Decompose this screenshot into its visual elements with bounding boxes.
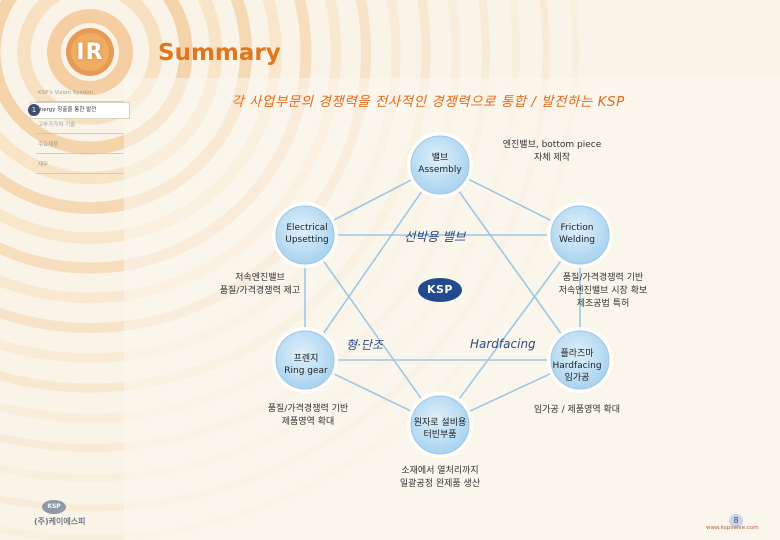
node-turbine-parts: 원자로 설비용 터빈부품	[400, 417, 480, 441]
note-engine-valve-line1: 엔진밸브, bottom piece	[502, 140, 602, 150]
background-ring	[0, 0, 282, 244]
node-circle-valve-assembly	[410, 135, 470, 195]
background-ring	[0, 0, 252, 214]
note-integrated-process-line1: 소재에서 열처리까지	[401, 466, 479, 476]
background-ring	[0, 0, 576, 538]
node-circle-electrical-upsetting	[275, 205, 335, 265]
background-ring	[0, 0, 401, 363]
background-ring	[0, 0, 312, 274]
note-market-share-line2: 저속엔진밸브 시장 확보	[558, 286, 648, 296]
center-label-marine-valve: 선박용 밸브	[404, 229, 466, 244]
ir-logo: IR	[76, 40, 104, 65]
company-logo: KSP	[42, 500, 66, 514]
background-ring	[0, 0, 431, 393]
inner-triangle	[303, 163, 582, 361]
node-circle-turbine-parts	[410, 395, 470, 455]
menu-item-technology[interactable]: 고부가가치 기술	[36, 118, 124, 134]
node-friction-welding-line1: Friction	[560, 223, 594, 233]
inner-triangle-2	[303, 234, 582, 427]
node-electrical-upsetting-line2: Upsetting	[285, 235, 329, 245]
menu-item-products[interactable]: 주요제품	[36, 138, 124, 154]
page-title: Summary	[158, 40, 281, 66]
menu-item-finance[interactable]: 재무	[36, 158, 124, 174]
node-turbine-parts-line2: 터빈부품	[423, 430, 457, 440]
note-product-expansion: 품질/가격경쟁력 기반 제품영역 확대	[248, 403, 368, 429]
background-ring	[0, 0, 550, 512]
background-ring	[0, 0, 461, 423]
node-plasma-hardfacing-line2: Hardfacing	[552, 361, 602, 371]
node-valve-assembly-line1: 밸브	[431, 153, 449, 163]
node-electrical-upsetting: Electrical Upsetting	[276, 222, 338, 246]
background-ring	[47, 9, 133, 95]
node-plasma-hardfacing: 플라즈마 Hardfacing 임가공	[542, 348, 612, 384]
node-valve-assembly: 밸브 Assembly	[410, 152, 470, 176]
ksp-logo-center: KSP	[418, 278, 462, 302]
node-circle-friction-welding	[550, 205, 610, 265]
node-valve-assembly-line2: Assembly	[418, 165, 462, 175]
active-menu-number: 1	[28, 104, 40, 116]
background-ring	[0, 0, 223, 185]
page-number: 8	[729, 514, 743, 528]
note-engine-valve: 엔진밸브, bottom piece 자체 제작	[462, 139, 642, 165]
note-contract-processing: 임가공 / 제품영역 확대	[533, 405, 621, 415]
node-friction-welding: Friction Welding	[546, 222, 608, 246]
node-flange-ring-gear-line1: 프렌지	[293, 354, 319, 364]
background-ring	[0, 0, 342, 304]
company-name: (주)케이에스피	[34, 517, 86, 526]
node-friction-welding-line2: Welding	[558, 235, 596, 245]
note-market-share-line3: 제조공법 특허	[576, 299, 630, 309]
background-ring	[0, 0, 490, 452]
background-ring	[0, 0, 516, 478]
node-plasma-hardfacing-line3: 임가공	[564, 373, 590, 383]
edge-label-hardfacing: Hardfacing	[470, 337, 536, 351]
node-circle-flange-ring-gear	[275, 330, 335, 390]
note-low-speed-valve-line2: 품질/가격경쟁력 제고	[219, 286, 301, 296]
note-low-speed-valve-line1: 저속엔진밸브	[235, 273, 285, 283]
node-flange-ring-gear: 프렌지 Ring gear	[272, 353, 340, 377]
node-circle-plasma-hardfacing	[550, 330, 610, 390]
website-link[interactable]: www.kspvalve.com	[706, 525, 759, 531]
menu-item-vision-system[interactable]: KSP's Vision System	[36, 86, 124, 102]
background-ring	[0, 0, 371, 333]
note-integrated-process-line2: 일괄공정 완제품 생산	[399, 479, 481, 489]
note-low-speed-valve: 저속엔진밸브 품질/가격경쟁력 제고	[200, 272, 320, 298]
node-electrical-upsetting-line1: Electrical	[286, 223, 328, 233]
note-product-expansion-line2: 제품영역 확대	[281, 417, 335, 427]
node-turbine-parts-line1: 원자로 설비용	[413, 418, 467, 428]
note-integrated-process: 소재에서 열처리까지 일괄공정 완제품 생산	[385, 465, 495, 491]
headline: 각 사업부문의 경쟁력을 전사적인 경쟁력으로 통합 / 발전하는 KSP	[231, 94, 625, 110]
note-product-expansion-line1: 품질/가격경쟁력 기반	[267, 404, 349, 414]
note-market-share: 품질/가격경쟁력 기반 저속엔진밸브 시장 확보 제조공법 특허	[548, 272, 658, 311]
note-engine-valve-line2: 자체 제작	[534, 153, 570, 163]
edge-label-forging: 형·단조	[346, 338, 383, 352]
node-flange-ring-gear-line2: Ring gear	[284, 366, 328, 376]
note-market-share-line1: 품질/가격경쟁력 기반	[562, 273, 644, 283]
node-plasma-hardfacing-line1: 플라즈마	[560, 349, 594, 359]
background-ring	[0, 0, 193, 155]
